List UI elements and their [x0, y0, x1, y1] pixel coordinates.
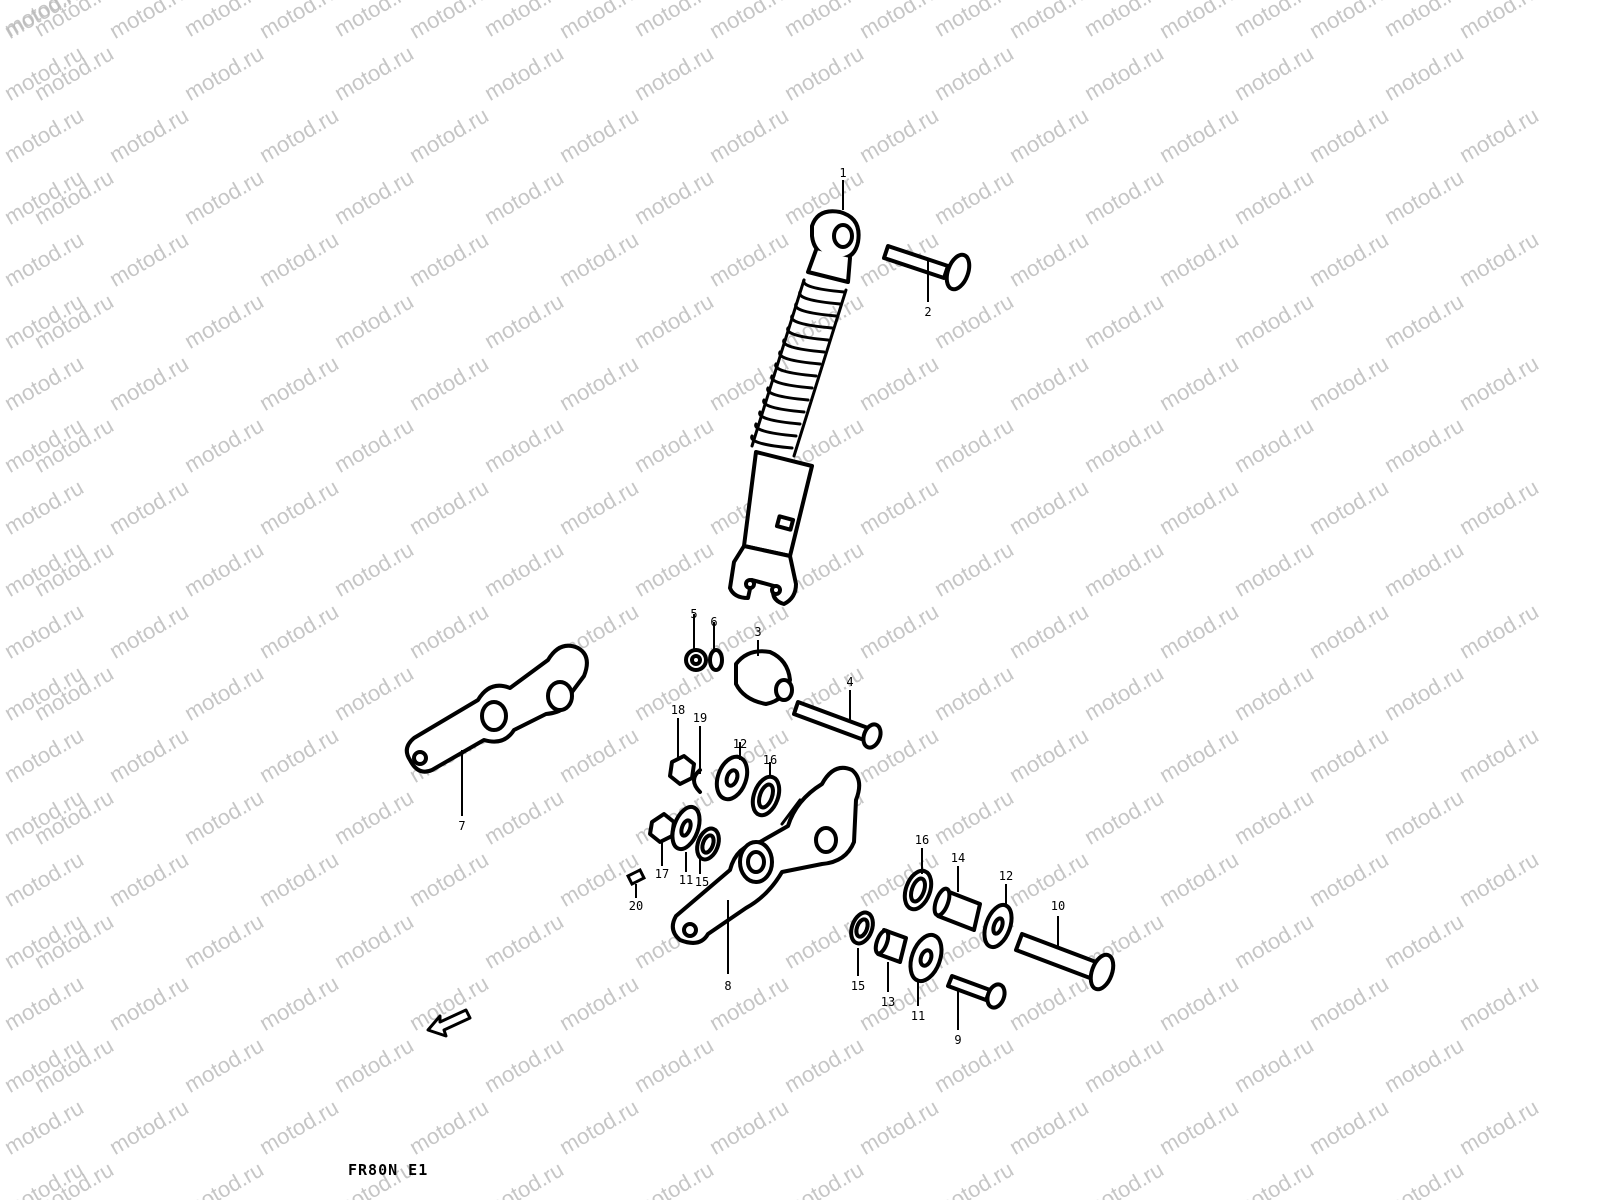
callout-15-left: 15 — [695, 875, 709, 889]
front-direction-arrow-icon — [426, 1008, 472, 1038]
callout-12-right: 12 — [999, 869, 1013, 883]
callout-13: 13 — [881, 995, 895, 1009]
callout-10: 10 — [1051, 899, 1065, 913]
callout-8: 8 — [724, 979, 731, 993]
callout-16-right: 16 — [915, 833, 929, 847]
callout-15-right: 15 — [851, 979, 865, 993]
callout-11-left: 11 — [679, 873, 693, 887]
callout-14: 14 — [951, 851, 965, 865]
cotter-pin-20 — [625, 867, 647, 887]
rear-shock-absorber — [728, 209, 861, 606]
bolt-10 — [1014, 932, 1116, 992]
washer-16-right — [902, 868, 934, 912]
washer-12-right — [982, 902, 1014, 950]
callout-20: 20 — [629, 899, 643, 913]
callout-7: 7 — [458, 819, 465, 833]
washer-16-left — [750, 774, 782, 818]
washer-11-right — [908, 932, 944, 984]
callout-17: 17 — [655, 867, 669, 881]
washer-6 — [708, 648, 724, 672]
callout-6: 6 — [710, 615, 717, 629]
bolt-9 — [946, 974, 1007, 1010]
callout-12-left: 12 — [733, 737, 747, 751]
callout-16-left: 16 — [763, 753, 777, 767]
nut-17 — [648, 812, 676, 844]
cushion-rod-7 — [404, 643, 589, 774]
washer-11-left — [670, 804, 702, 852]
callout-3: 3 — [754, 625, 761, 639]
diagram-code-label: FR80N E1 — [348, 1161, 429, 1179]
cushion-lever-8 — [670, 765, 862, 945]
bolt-4 — [792, 700, 883, 750]
callout-9: 9 — [954, 1033, 961, 1047]
washer-15-right — [849, 910, 875, 946]
callout-4: 4 — [846, 675, 853, 689]
callout-11-right: 11 — [911, 1009, 925, 1023]
callout-1: 1 — [839, 166, 846, 180]
nut-18 — [668, 754, 696, 786]
washer-19 — [692, 768, 702, 794]
spacer-14 — [932, 886, 982, 932]
upper-mount-bolt — [882, 244, 972, 292]
callout-18: 18 — [671, 703, 685, 717]
callout-2: 2 — [924, 305, 931, 319]
leader-lines — [461, 180, 1059, 1030]
callout-5: 5 — [690, 607, 697, 621]
washer-15-left — [695, 826, 721, 862]
spacer-13 — [873, 928, 908, 964]
bushing-3 — [734, 649, 794, 706]
washer-12-left — [714, 754, 750, 802]
callout-19: 19 — [693, 711, 707, 725]
callout-numbers: 1 2 3 4 5 6 7 8 9 10 18 19 12 16 17 11 1… — [458, 166, 1065, 1047]
